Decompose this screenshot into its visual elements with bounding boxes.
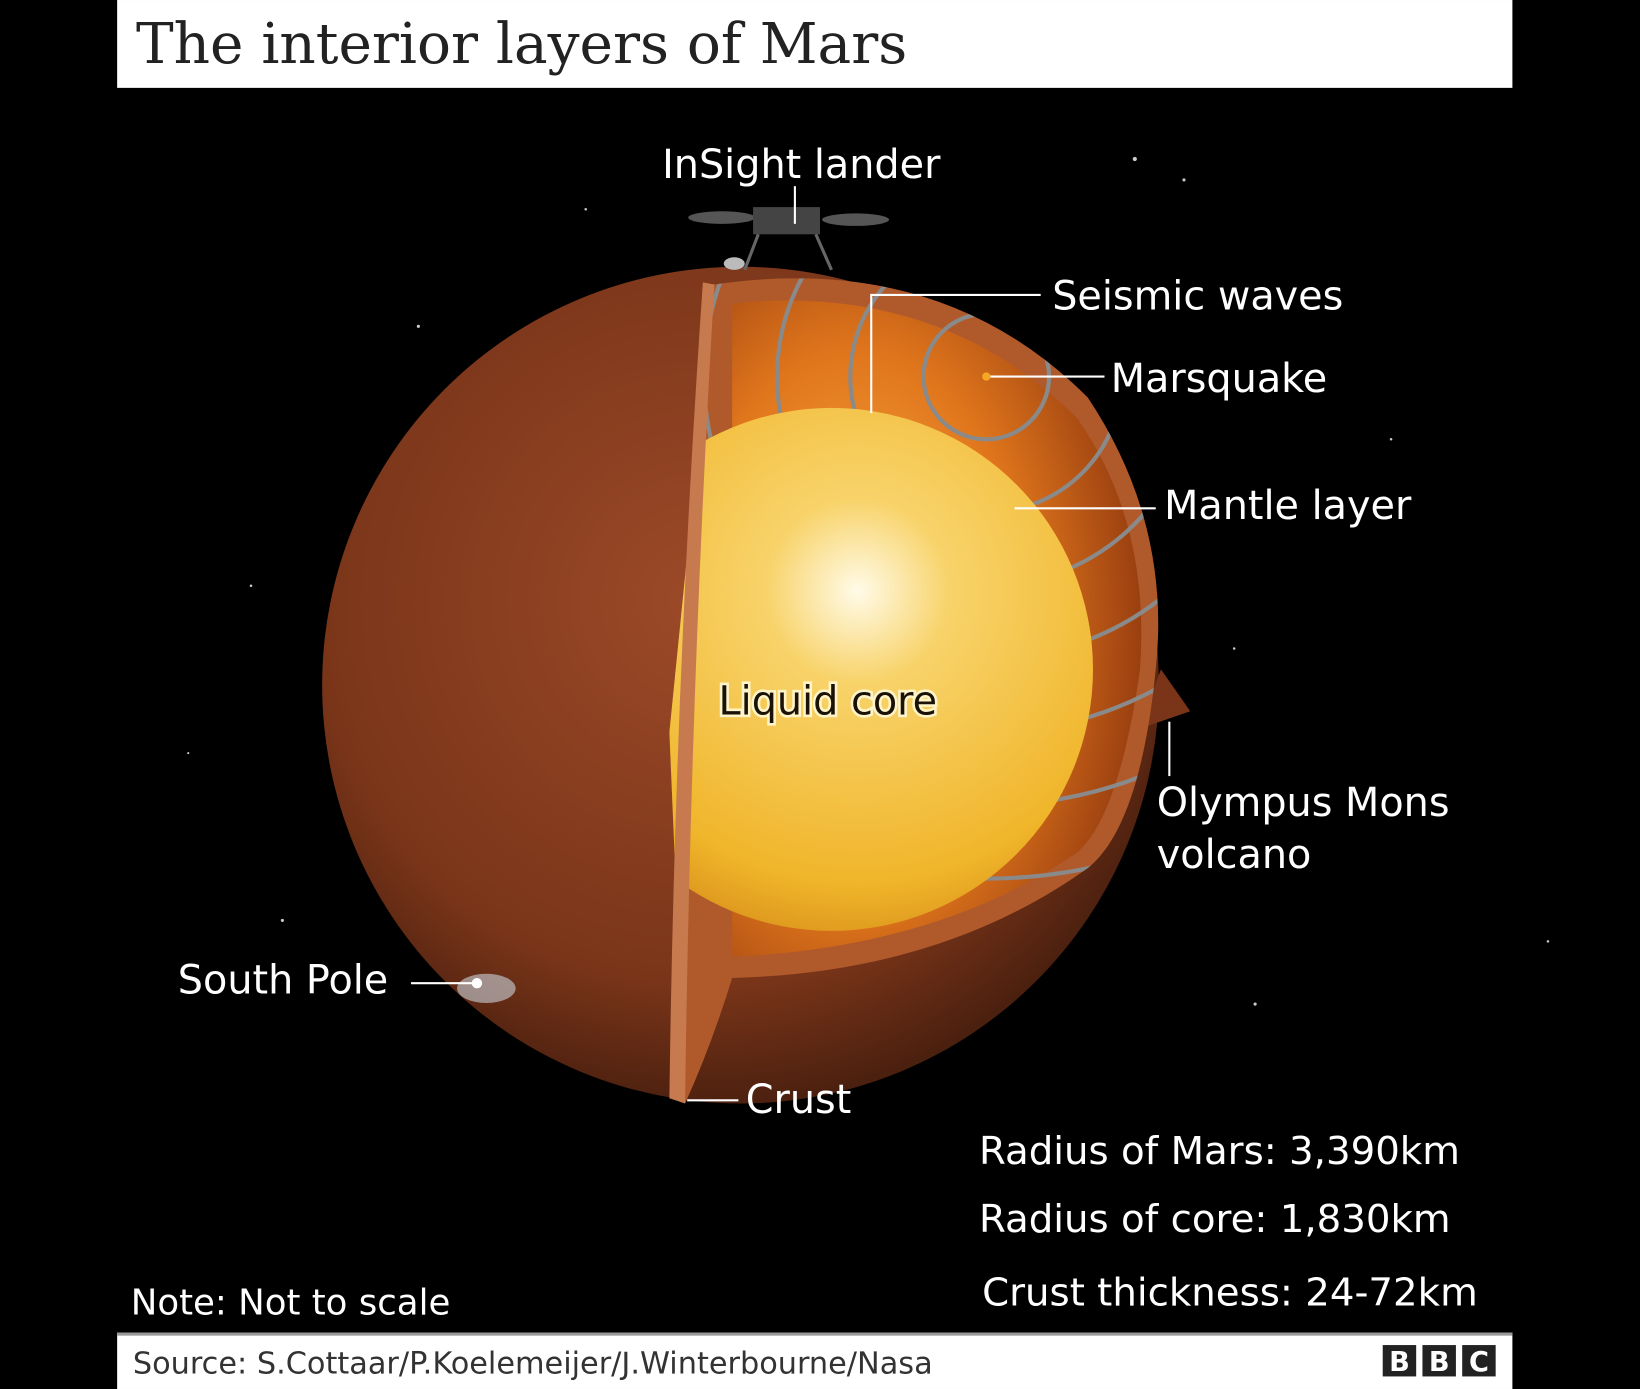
page-title: The interior layers of Mars [136, 12, 907, 77]
fact-radius-core: Radius of core: 1,830km [979, 1197, 1451, 1242]
svg-text:B: B [1389, 1347, 1410, 1378]
crust-edge [669, 282, 715, 1104]
label-olympus-mons: Olympus Mons [1157, 780, 1450, 826]
south-pole-ice [457, 973, 516, 1004]
label-olympus-volcano: volcano [1157, 832, 1312, 878]
note: Note: Not to scale [131, 1283, 451, 1324]
title-bar [117, 0, 1513, 88]
label-insight-lander: InSight lander [662, 142, 941, 188]
label-mantle-layer: Mantle layer [1164, 483, 1412, 529]
label-marsquake: Marsquake [1111, 356, 1327, 402]
source-text: Source: S.Cottaar/P.Koelemeijer/J.Winter… [133, 1346, 933, 1381]
insight-lander-icon [688, 207, 890, 271]
olympus-mons [1108, 669, 1191, 806]
footer-bar [117, 1332, 1513, 1389]
leader-lines [411, 186, 1171, 1102]
label-crust: Crust [746, 1077, 852, 1123]
fact-crust-thickness: Crust thickness: 24-72km [982, 1270, 1478, 1315]
label-south-pole: South Pole [178, 958, 388, 1004]
mars-planet [322, 266, 1191, 1104]
svg-text:C: C [1469, 1347, 1489, 1378]
svg-text:B: B [1429, 1347, 1450, 1378]
label-seismic-waves: Seismic waves [1052, 274, 1343, 320]
bbc-logo: B B C [1382, 1345, 1496, 1378]
fact-radius-mars: Radius of Mars: 3,390km [979, 1129, 1460, 1174]
label-liquid-core: Liquid core [719, 678, 938, 724]
stars [187, 156, 1550, 1048]
